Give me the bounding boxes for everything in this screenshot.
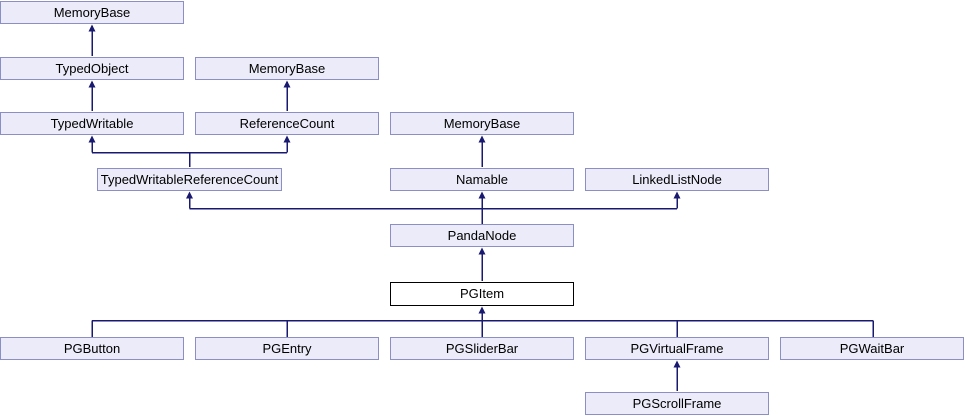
class-node-pgvirtualframe[interactable]: PGVirtualFrame — [585, 337, 769, 360]
class-node-pgbutton[interactable]: PGButton — [0, 337, 184, 360]
class-node-pgwaitbar[interactable]: PGWaitBar — [780, 337, 964, 360]
class-node-linkedlistnode[interactable]: LinkedListNode — [585, 168, 769, 191]
class-node-pgentry[interactable]: PGEntry — [195, 337, 379, 360]
class-node-typedobject[interactable]: TypedObject — [0, 57, 184, 80]
class-node-memorybase-top[interactable]: MemoryBase — [0, 1, 184, 24]
edge-arrowheads — [88, 24, 681, 368]
class-node-memorybase-3[interactable]: MemoryBase — [390, 112, 574, 135]
edge-pandanode-bases — [188, 195, 678, 224]
class-node-referencecount[interactable]: ReferenceCount — [195, 112, 379, 135]
edge-children-pgitem — [91, 310, 874, 337]
class-node-typedwritablereferencecount[interactable]: TypedWritableReferenceCount — [97, 168, 282, 191]
class-node-pgitem: PGItem — [390, 282, 574, 306]
class-node-pgscrollframe[interactable]: PGScrollFrame — [585, 392, 769, 415]
class-node-typedwritable[interactable]: TypedWritable — [0, 112, 184, 135]
edge-twrc-typedwritable-referencecount — [91, 139, 288, 167]
class-node-memorybase-2[interactable]: MemoryBase — [195, 57, 379, 80]
class-node-namable[interactable]: Namable — [390, 168, 574, 191]
class-node-pandanode[interactable]: PandaNode — [390, 224, 574, 247]
class-node-pgsliderbar[interactable]: PGSliderBar — [390, 337, 574, 360]
